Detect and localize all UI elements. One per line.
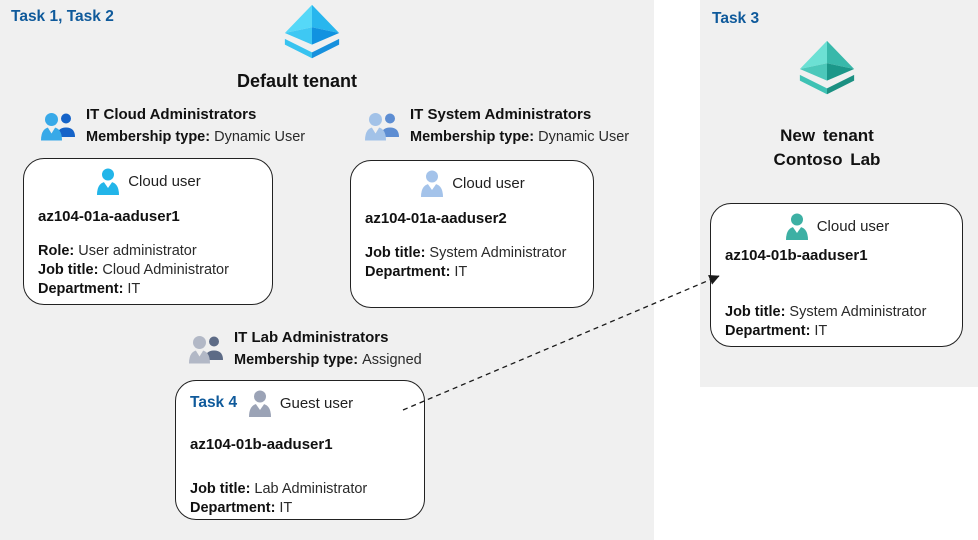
azure-ad-icon-blue — [284, 4, 340, 59]
username: az104-01a-aaduser2 — [365, 210, 507, 227]
field-label: Job title: — [190, 481, 251, 497]
cloud-user-icon — [785, 213, 808, 240]
membership-type-label: Membership type: — [86, 129, 211, 145]
cloud-user-icon — [421, 170, 444, 197]
field-value: System Administrator — [789, 304, 927, 320]
group-icon — [365, 113, 399, 141]
membership-type-label: Membership type: — [234, 352, 359, 368]
card-header: Cloud user — [38, 167, 258, 195]
user-fields: Job title:Lab Administrator Department:I… — [190, 480, 410, 518]
field-label: Job title: — [38, 262, 99, 278]
field-value: Cloud Administrator — [102, 262, 229, 278]
field-value: Lab Administrator — [254, 481, 368, 497]
new-tenant-title-line1: New tenant — [780, 126, 874, 145]
field-value: IT — [454, 264, 468, 280]
user-type-label: Guest user — [279, 394, 354, 412]
user-card-az104-01a-aaduser2: Cloud user az104-01a-aaduser2 Job title:… — [350, 160, 594, 308]
user-fields: Job title:System Administrator Departmen… — [725, 303, 948, 341]
group-title: IT Lab Administrators — [234, 329, 389, 346]
guest-user-icon — [248, 390, 271, 417]
membership-type-value: Assigned — [362, 352, 422, 368]
user-type-label: Cloud user — [816, 217, 890, 235]
task-3-label: Task 3 — [712, 10, 760, 27]
group-it-system-administrators: IT System Administrators Membership type… — [364, 103, 629, 149]
username: az104-01b-aaduser1 — [190, 436, 333, 453]
group-it-cloud-administrators: IT Cloud Administrators Membership type:… — [40, 103, 305, 149]
group-title: IT System Administrators — [410, 106, 592, 123]
azure-ad-icon-teal — [799, 40, 855, 95]
field-label: Department: — [38, 281, 124, 297]
card-header: Task 4 Guest user — [190, 389, 410, 417]
field-label: Job title: — [725, 304, 786, 320]
card-header: Cloud user — [365, 169, 579, 197]
user-card-guest-az104-01b-aaduser1: Task 4 Guest user az104-01b-aaduser1 Job… — [175, 380, 425, 520]
card-header: Cloud user — [725, 212, 948, 240]
group-it-lab-administrators: IT Lab Administrators Membership type:As… — [188, 326, 422, 372]
membership-type: Membership type:Dynamic User — [410, 126, 629, 149]
field-value: IT — [279, 500, 293, 516]
user-fields: Job title:System Administrator Departmen… — [365, 244, 579, 282]
username: az104-01a-aaduser1 — [38, 208, 180, 225]
field-label: Job title: — [365, 245, 426, 261]
field-label: Department: — [725, 323, 811, 339]
group-icon — [189, 336, 223, 364]
membership-type: Membership type:Dynamic User — [86, 126, 305, 149]
default-tenant-panel: Task 1, Task 2 Default tenant IT Cloud A… — [0, 0, 654, 540]
user-fields: Role:User administrator Job title:Cloud … — [38, 242, 258, 299]
new-tenant-title-line2: Contoso Lab — [773, 150, 881, 169]
task-1-2-label: Task 1, Task 2 — [11, 8, 114, 25]
new-tenant-title: New tenant Contoso Lab — [701, 124, 953, 172]
group-icon — [41, 113, 75, 141]
user-type-label: Cloud user — [452, 174, 525, 192]
field-label: Department: — [365, 264, 451, 280]
user-type-label: Cloud user — [128, 172, 201, 190]
user-card-az104-01a-aaduser1: Cloud user az104-01a-aaduser1 Role:User … — [23, 158, 273, 305]
membership-type-label: Membership type: — [410, 129, 535, 145]
membership-type-value: Dynamic User — [538, 129, 630, 145]
user-card-az104-01b-aaduser1: Cloud user az104-01b-aaduser1 Job title:… — [710, 203, 963, 347]
default-tenant-title: Default tenant — [236, 71, 357, 91]
membership-type-value: Dynamic User — [214, 129, 306, 145]
membership-type: Membership type:Assigned — [234, 349, 422, 372]
field-value: IT — [127, 281, 141, 297]
field-value: IT — [814, 323, 828, 339]
field-label: Role: — [38, 243, 75, 259]
task-4-label: Task 4 — [190, 394, 238, 411]
username: az104-01b-aaduser1 — [725, 247, 868, 264]
field-label: Department: — [190, 500, 276, 516]
field-value: System Administrator — [429, 245, 567, 261]
cloud-user-icon — [97, 168, 120, 195]
group-title: IT Cloud Administrators — [86, 106, 257, 123]
field-value: User administrator — [78, 243, 197, 259]
